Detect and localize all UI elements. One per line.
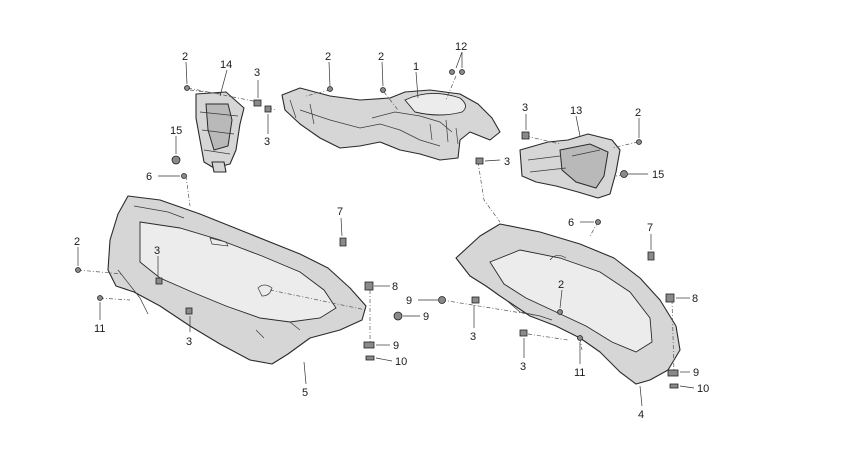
part-4-right-inner-cover — [455, 223, 681, 385]
callout-9: 9 — [406, 295, 412, 307]
callout-3: 3 — [254, 67, 260, 79]
screw-12-a — [449, 69, 455, 75]
nut-9-a — [438, 296, 446, 304]
callout-2: 2 — [635, 107, 641, 119]
screw-11-b — [577, 335, 583, 341]
callout-15: 15 — [652, 169, 664, 181]
callout-3: 3 — [470, 331, 476, 343]
clip-7-b — [647, 251, 655, 261]
callout-8: 8 — [392, 281, 398, 293]
callout-10: 10 — [395, 356, 407, 368]
screw-2-b — [327, 86, 333, 92]
callout-12: 12 — [455, 41, 467, 53]
callout-11: 11 — [94, 323, 105, 335]
callout-13: 13 — [570, 105, 582, 117]
callout-2: 2 — [378, 51, 384, 63]
callout-8: 8 — [692, 293, 698, 305]
fasteners — [75, 69, 679, 389]
clip-3-c — [521, 131, 530, 140]
part-13-right-bracket — [519, 133, 621, 199]
callout-15: 15 — [170, 125, 182, 137]
bolt-8-b — [665, 293, 675, 303]
callout-3: 3 — [154, 245, 160, 257]
screw-2-f — [557, 309, 563, 315]
screw-6-a — [181, 173, 187, 179]
callout-2: 2 — [325, 51, 331, 63]
callout-7: 7 — [337, 206, 343, 218]
callout-4: 4 — [638, 409, 644, 421]
screw-2-e — [75, 267, 81, 273]
clip-3-a — [253, 99, 262, 107]
part-1-handlebar-cover — [281, 87, 501, 161]
bolt-8-a — [364, 281, 374, 291]
screw-2-a — [184, 85, 190, 91]
callouts: 1 2 2 2 2 2 2 3 3 3 3 3 3 3 3 3 4 5 6 6 … — [74, 41, 709, 421]
callout-5: 5 — [302, 387, 308, 399]
callout-6: 6 — [568, 217, 574, 229]
nut-9-c — [363, 341, 375, 349]
callout-1: 1 — [413, 61, 419, 73]
grommet-15-b — [620, 170, 628, 178]
clip-3-h — [519, 329, 528, 337]
washer-10-b — [669, 383, 679, 389]
screw-2-d — [636, 139, 642, 145]
callout-6: 6 — [146, 171, 152, 183]
washer-10-a — [365, 355, 375, 361]
callout-11: 11 — [574, 367, 585, 379]
callout-3: 3 — [264, 136, 270, 148]
clip-7-a — [339, 237, 347, 247]
callout-3: 3 — [520, 361, 526, 373]
callout-3: 3 — [186, 336, 192, 348]
part-5-left-inner-cover — [107, 195, 367, 365]
callout-2: 2 — [558, 279, 564, 291]
screw-12-b — [459, 69, 465, 75]
screw-2-c — [380, 87, 386, 93]
callout-2: 2 — [74, 236, 80, 248]
screw-6-b — [595, 219, 601, 225]
callout-9: 9 — [423, 311, 429, 323]
clip-3-d — [475, 157, 484, 165]
callout-3: 3 — [522, 102, 528, 114]
clip-3-g — [471, 296, 480, 304]
part-14-left-bracket — [195, 91, 245, 173]
clip-3-f — [185, 307, 193, 315]
callout-14: 14 — [220, 59, 232, 71]
grommet-15-a — [171, 155, 181, 165]
screw-11-a — [97, 295, 103, 301]
callout-10: 10 — [697, 383, 709, 395]
leader-lines — [77, 51, 695, 407]
clip-3-e — [155, 277, 163, 285]
clip-3-b — [264, 105, 272, 113]
callout-9: 9 — [693, 367, 699, 379]
callout-3: 3 — [504, 156, 510, 168]
callout-7: 7 — [647, 222, 653, 234]
nut-9-b — [393, 311, 403, 321]
nut-9-d — [667, 369, 679, 377]
callout-2: 2 — [182, 51, 188, 63]
callout-9: 9 — [393, 340, 399, 352]
